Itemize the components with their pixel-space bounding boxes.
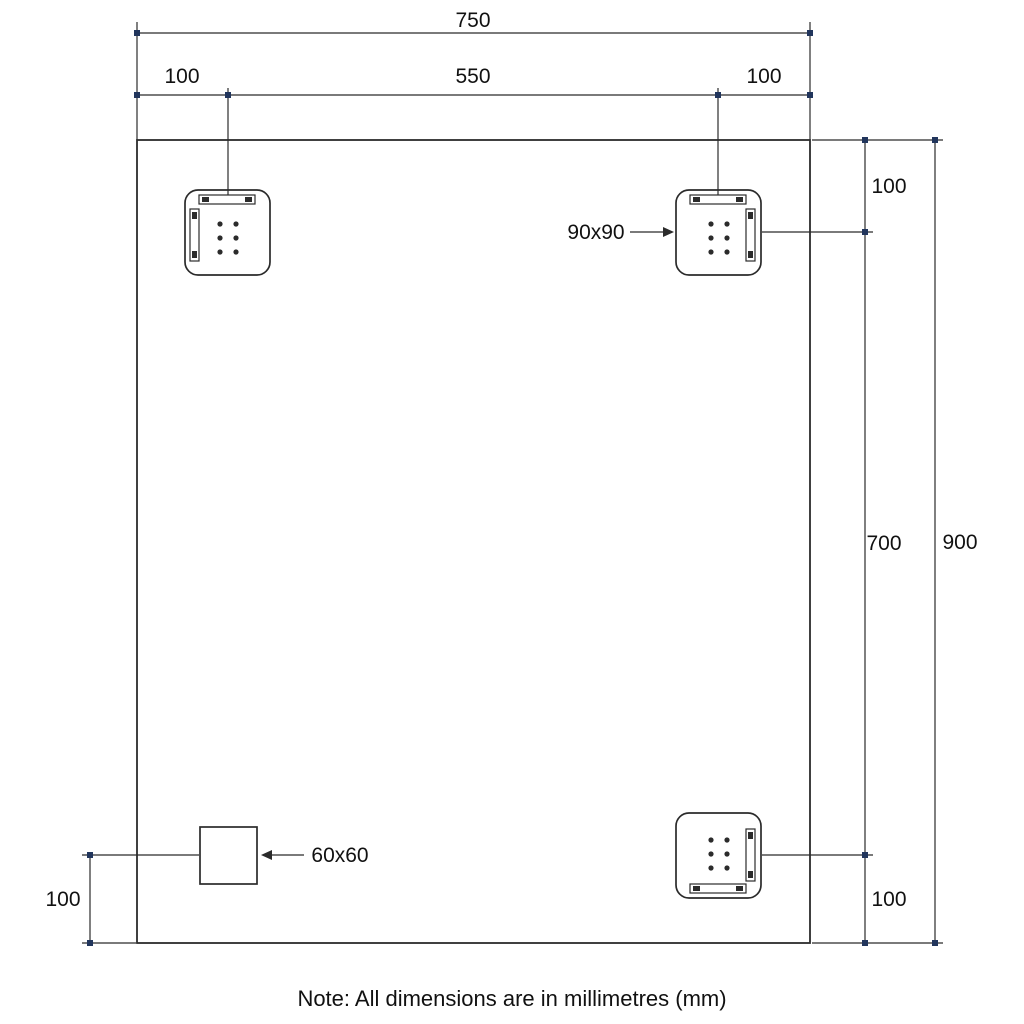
- slot-end: [736, 886, 743, 891]
- slot-end: [748, 832, 753, 839]
- dim-label-total-width: 750: [455, 9, 490, 32]
- mounting-bracket-top-left: [184, 189, 271, 276]
- slot-end: [693, 197, 700, 202]
- slot-end: [192, 251, 197, 258]
- marker: [862, 940, 868, 946]
- bracket-screw-holes: [217, 221, 239, 255]
- label-square-size: 60x60: [311, 844, 368, 867]
- mounting-bracket-top-right: [675, 189, 762, 276]
- mirror-outline: [136, 139, 811, 944]
- marker: [715, 92, 721, 98]
- marker: [932, 137, 938, 143]
- dim-label-total-height: 900: [942, 531, 977, 554]
- dim-label-left-bottom-offset: 100: [45, 888, 80, 911]
- dim-label-top-left-offset: 100: [164, 65, 199, 88]
- bracket-screw-holes: [708, 221, 730, 255]
- bracket-slot-vertical: [189, 208, 200, 262]
- slot-end: [192, 212, 197, 219]
- bracket-body: [675, 189, 762, 276]
- marker: [134, 30, 140, 36]
- callout-bracket-size: [630, 227, 674, 237]
- bracket-slot-vertical: [745, 828, 756, 882]
- dim-label-right-bottom-offset: 100: [871, 888, 906, 911]
- marker: [807, 92, 813, 98]
- slot-end: [748, 871, 753, 878]
- marker: [134, 92, 140, 98]
- dim-label-top-center-span: 550: [455, 65, 490, 88]
- dimension-endpoint-markers: [87, 30, 938, 946]
- slot-end: [748, 251, 753, 258]
- marker: [87, 852, 93, 858]
- slot-end: [748, 212, 753, 219]
- marker: [807, 30, 813, 36]
- slot-end: [736, 197, 743, 202]
- bracket-body: [184, 189, 271, 276]
- bracket-body: [675, 812, 762, 899]
- bracket-slot-horizontal: [689, 883, 747, 894]
- marker: [862, 137, 868, 143]
- label-bracket-size: 90x90: [567, 221, 624, 244]
- slot-end: [202, 197, 209, 202]
- callout-square-size: [261, 850, 304, 860]
- dim-label-top-right-offset: 100: [746, 65, 781, 88]
- mounting-bracket-bottom-right: [675, 812, 762, 899]
- marker: [87, 940, 93, 946]
- marker: [862, 229, 868, 235]
- marker: [932, 940, 938, 946]
- arrow-right-icon: [663, 227, 674, 237]
- bracket-slot-horizontal: [198, 194, 256, 205]
- slot-end: [693, 886, 700, 891]
- bracket-slot-vertical: [745, 208, 756, 262]
- dim-label-right-center-span: 700: [866, 532, 901, 555]
- bracket-screw-holes: [708, 837, 730, 871]
- slot-end: [245, 197, 252, 202]
- marker: [862, 852, 868, 858]
- bracket-slot-horizontal: [689, 194, 747, 205]
- note-text: Note: All dimensions are in millimetres …: [297, 986, 727, 1011]
- arrow-left-icon: [261, 850, 272, 860]
- dim-label-right-top-offset: 100: [871, 175, 906, 198]
- marker: [225, 92, 231, 98]
- square-cutout-bottom-left: [199, 826, 258, 885]
